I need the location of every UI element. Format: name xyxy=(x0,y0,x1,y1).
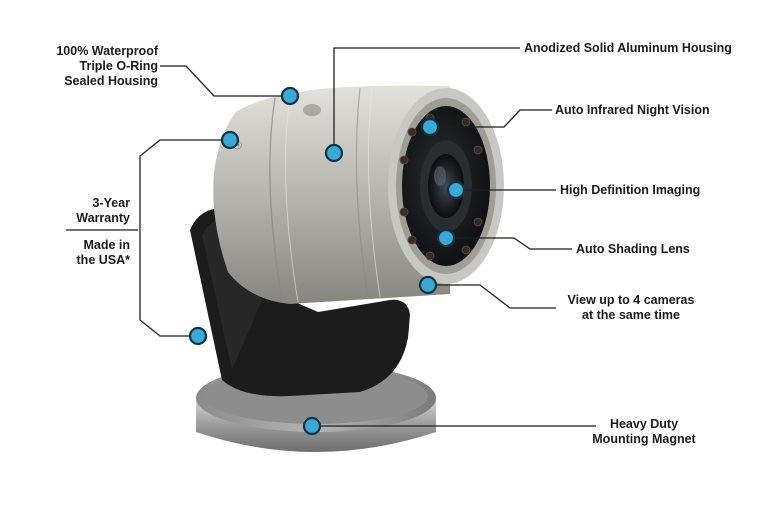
lens-assembly xyxy=(388,88,504,284)
label-hd: High Definition Imaging xyxy=(560,183,701,197)
label-warranty: 3-Year Warranty xyxy=(76,196,130,225)
label-shading: Auto Shading Lens xyxy=(576,242,690,256)
callout-dots xyxy=(188,86,466,436)
label-magnet: Heavy Duty Mounting Magnet xyxy=(592,417,696,446)
dot-warranty xyxy=(220,130,240,150)
label-infrared: Auto Infrared Night Vision xyxy=(555,103,710,117)
leader-lines xyxy=(66,47,596,427)
dot-aluminum xyxy=(324,143,344,163)
dot-shading xyxy=(436,228,456,248)
dot-usa xyxy=(188,326,208,346)
dot-waterproof xyxy=(280,86,300,106)
dot-magnet xyxy=(302,416,322,436)
label-usa: Made in the USA* xyxy=(76,238,130,267)
svg-text:ⓢ: ⓢ xyxy=(232,140,243,151)
dot-hd xyxy=(446,180,466,200)
dot-infrared xyxy=(420,117,440,137)
label-waterproof: 100% Waterproof Triple O-Ring Sealed Hou… xyxy=(56,44,158,88)
label-aluminum: Anodized Solid Aluminum Housing xyxy=(524,41,732,55)
dot-cameras xyxy=(418,275,438,295)
label-cameras: View up to 4 cameras at the same time xyxy=(567,293,695,322)
aluminum-housing: ⓢ xyxy=(213,85,450,304)
